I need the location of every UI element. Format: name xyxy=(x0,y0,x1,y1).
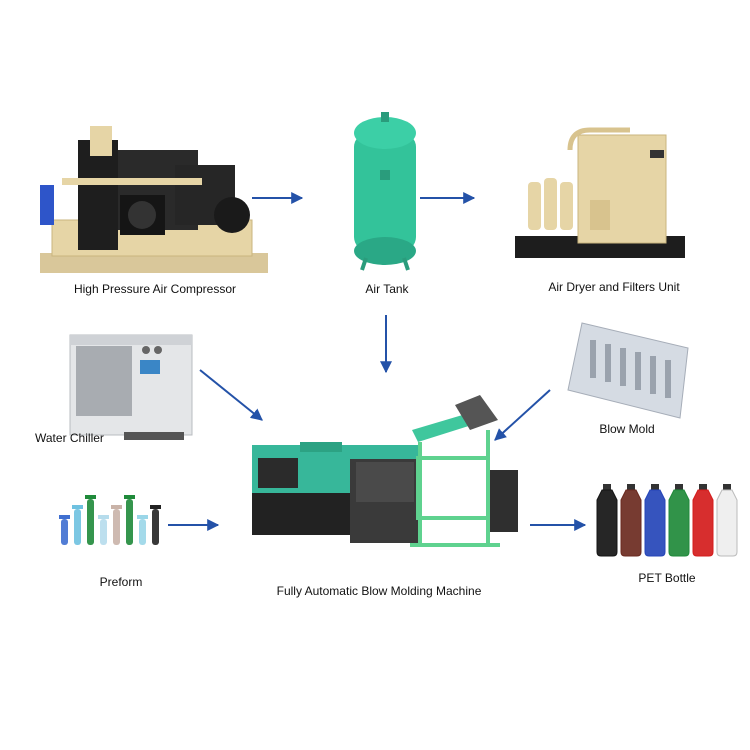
blow-molding-machine-image xyxy=(252,395,518,547)
pet-bottle-image xyxy=(596,484,738,557)
flow-arrows xyxy=(168,192,587,531)
arrow-mold-to-machine xyxy=(494,389,551,441)
label-pet-bottle: PET Bottle xyxy=(638,571,696,585)
blow-mold-image xyxy=(567,322,689,419)
pet-bottle xyxy=(620,484,642,557)
label-machine: Fully Automatic Blow Molding Machine xyxy=(276,584,482,598)
label-water-chiller: Water Chiller xyxy=(35,431,104,445)
label-preform: Preform xyxy=(99,575,143,589)
preform-image xyxy=(59,495,161,545)
water-chiller-image xyxy=(69,334,193,440)
preform-tube xyxy=(150,505,161,545)
pet-bottle xyxy=(668,484,690,557)
pet-bottle xyxy=(644,484,666,557)
label-dryer: Air Dryer and Filters Unit xyxy=(548,280,680,294)
preform-tube xyxy=(124,495,135,545)
air-tank-image xyxy=(354,112,416,271)
label-compressor: High Pressure Air Compressor xyxy=(73,282,237,296)
pet-bottle xyxy=(716,484,738,557)
preform-tube xyxy=(98,515,109,545)
preform-tube xyxy=(59,515,70,545)
arrow-chiller-to-machine xyxy=(199,369,263,421)
air-compressor-image xyxy=(40,126,268,273)
label-air-tank: Air Tank xyxy=(365,282,409,296)
air-dryer-image xyxy=(515,127,685,258)
preform-tube xyxy=(137,515,148,545)
preform-tube xyxy=(85,495,96,545)
pet-bottle xyxy=(596,484,618,557)
label-blow-mold: Blow Mold xyxy=(599,422,655,436)
pet-bottle xyxy=(692,484,714,557)
preform-tube xyxy=(72,505,83,545)
preform-tube xyxy=(111,505,122,545)
